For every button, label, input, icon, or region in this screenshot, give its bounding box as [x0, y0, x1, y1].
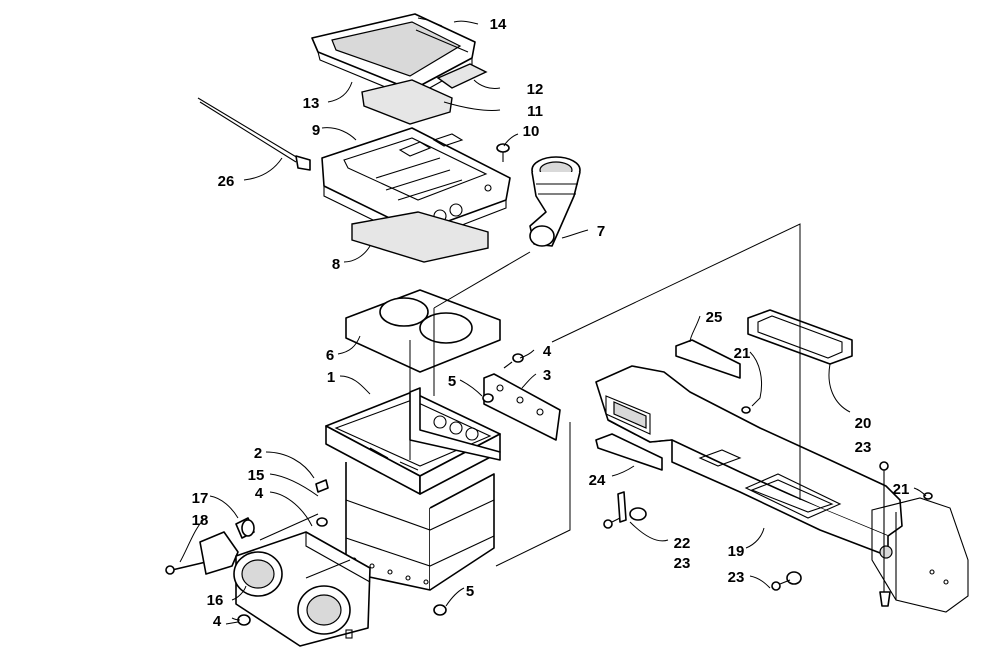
callout-21-right: 21	[893, 481, 910, 498]
part-1-air-box	[325, 391, 501, 591]
part-7-intake-elbow	[529, 156, 581, 247]
part-26-cable-tie	[197, 97, 311, 171]
part-12-filter	[436, 63, 488, 89]
part-23-screw-left	[603, 517, 621, 529]
callout-4-top: 4	[543, 343, 552, 360]
leader-lines	[179, 20, 927, 621]
part-17-bushing	[235, 517, 255, 539]
callout-18: 18	[192, 512, 209, 529]
part-5-grommet-bottom	[433, 604, 447, 616]
callout-8: 8	[332, 256, 340, 273]
callout-23-top: 23	[855, 439, 872, 456]
callout-4-bottom: 4	[213, 613, 222, 630]
callout-15: 15	[248, 467, 265, 484]
callout-9: 9	[312, 122, 320, 139]
part-16-silencer	[233, 531, 371, 647]
part-23-screw-top	[879, 461, 889, 596]
callout-5-bottom: 5	[466, 583, 474, 600]
part-22-grommet	[629, 507, 647, 521]
part-4-screw-top	[503, 353, 524, 369]
callout-11: 11	[527, 103, 543, 120]
part-19-duct	[595, 365, 969, 613]
part-21-nut-top	[741, 406, 751, 414]
part-11-foam	[361, 79, 453, 125]
part-25-plate	[675, 339, 741, 379]
part-8-foam	[351, 211, 489, 263]
part-2-pin	[315, 479, 329, 493]
part-5-grommet-top	[482, 393, 494, 403]
callout-5-top: 5	[448, 373, 456, 390]
part-9-filter-housing	[321, 127, 511, 243]
callout-10: 10	[523, 123, 540, 140]
part-24-plate	[595, 433, 663, 471]
callout-7: 7	[597, 223, 605, 240]
callout-1: 1	[327, 369, 335, 386]
part-15-nut	[316, 517, 328, 527]
callout-20: 20	[855, 415, 872, 432]
callout-24: 24	[589, 472, 606, 489]
callout-23-bottom: 23	[728, 569, 745, 586]
part-21-nut-right	[923, 492, 933, 500]
part-10-screw	[496, 143, 510, 162]
callout-4-mid: 4	[255, 485, 264, 502]
callout-3: 3	[543, 367, 551, 384]
callout-2: 2	[254, 445, 262, 462]
callout-labels: 14 12 13 11 9 10 26 7 8 6 4 1 5 3 25 21 …	[192, 16, 910, 630]
part-6-gasket	[345, 289, 501, 373]
part-23-fastener-bottom	[879, 591, 891, 607]
callout-16: 16	[207, 592, 224, 609]
part-22-clip	[617, 491, 627, 523]
callout-23-left: 23	[674, 555, 691, 572]
callout-26: 26	[218, 173, 235, 190]
callout-21-top: 21	[734, 345, 751, 362]
callout-17: 17	[192, 490, 209, 507]
callout-13: 13	[303, 95, 320, 112]
callout-12: 12	[527, 81, 544, 98]
callout-6: 6	[326, 347, 334, 364]
callout-22: 22	[674, 535, 691, 552]
callout-25: 25	[706, 309, 723, 326]
callout-14: 14	[490, 16, 507, 33]
part-23-screw-bottom	[771, 571, 802, 591]
part-18-bolt	[165, 531, 239, 575]
callout-19: 19	[728, 543, 745, 560]
assembly-lines	[259, 223, 801, 579]
